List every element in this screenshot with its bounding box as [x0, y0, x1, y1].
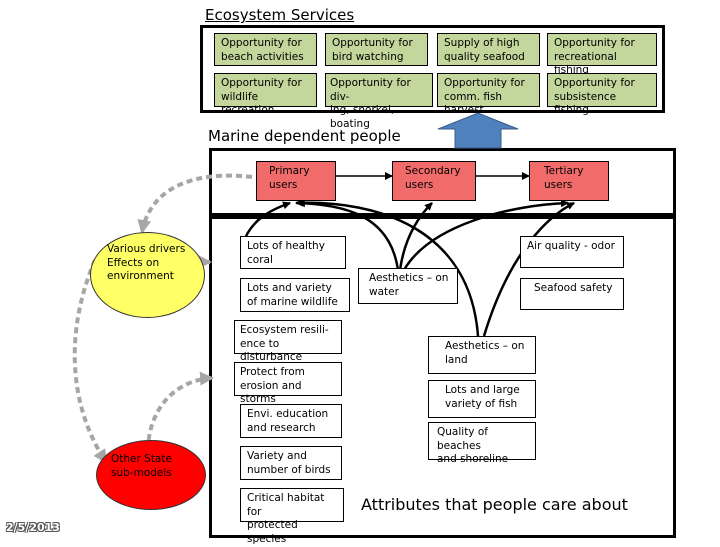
water-to-primary-curve [297, 199, 400, 271]
attr-line: Variety and [247, 450, 307, 462]
attr-air-quality: Air quality - odor [520, 236, 624, 268]
attr-line: water [369, 285, 399, 298]
attr-line: and shoreline [437, 453, 509, 466]
service-line: bird watching [332, 50, 404, 63]
marine-people-frame [209, 148, 676, 216]
attr-line: variety of fish [445, 397, 518, 410]
service-line: Opportunity for [554, 77, 635, 89]
attr-line: land [445, 353, 468, 366]
service-line: ing, snorkel, boating [330, 104, 395, 130]
attr-line: Quality of beaches [437, 426, 488, 452]
attr-line: and research [247, 421, 316, 434]
service-line: Opportunity for div- [330, 77, 411, 103]
service-line: comm. fish harvest [444, 90, 503, 117]
user-line: Secondary [405, 165, 461, 177]
service-line: wildlife recreation [221, 90, 275, 117]
user-line: users [269, 178, 298, 191]
attr-line: Envi. education [247, 408, 329, 420]
attr-line: number of birds [247, 463, 331, 476]
other-models-line: sub-models [111, 466, 172, 479]
land-to-primary-curve [295, 198, 480, 337]
attr-line: Seafood safety [534, 282, 613, 294]
user-line: users [544, 178, 573, 191]
upward-arrow-icon [437, 112, 519, 149]
attr-line: Critical habitat for [247, 492, 325, 518]
ecosystem-services-frame [200, 25, 665, 113]
service-line: Opportunity for [332, 37, 413, 49]
attr-seafood-safety: Seafood safety [520, 278, 624, 310]
attr-line: erosion and storms [240, 379, 302, 406]
service-line: Opportunity for [554, 37, 635, 49]
service-line: Opportunity for [221, 37, 302, 49]
service-line: Supply of high [444, 37, 520, 49]
attr-line: Protect from [240, 366, 305, 378]
drivers-oval: Various drivers Effects on environment [90, 232, 205, 318]
slide-date: 2/5/2013 [6, 521, 60, 534]
attr-line: coral [247, 253, 273, 266]
attr-line: ence to disturbance [240, 337, 303, 364]
user-line: users [405, 178, 434, 191]
attr-line: Ecosystem resili- [240, 324, 329, 336]
drivers-line: Various drivers [107, 243, 186, 255]
attr-line: protected species [247, 519, 298, 545]
user-line: Tertiary [544, 165, 584, 177]
people-to-drivers-curve [137, 173, 253, 234]
ecosystem-services-title: Ecosystem Services [205, 6, 355, 24]
service-line: Opportunity for [444, 77, 525, 89]
water-to-tertiary-curve [402, 199, 569, 271]
service-line: quality seafood [444, 50, 525, 63]
other-models-oval: Other State sub-models [96, 440, 206, 510]
attributes-title: Attributes that people care about [361, 495, 628, 514]
drivers-line: Effects on [107, 256, 160, 269]
attr-line: Aesthetics – on [445, 340, 525, 352]
user-line: Primary [269, 165, 310, 177]
attr-line: Air quality - odor [527, 240, 615, 252]
attr-line: of marine wildlife [247, 295, 338, 308]
marine-people-title: Marine dependent people [208, 127, 401, 145]
service-line: subsistence fishing [554, 90, 617, 117]
other-models-line: Other State [111, 453, 172, 465]
attr-line: Aesthetics – on [369, 272, 449, 284]
attr-ecosystem-resilience: Ecosystem resili-ence to disturbance [234, 320, 342, 363]
service-line: Opportunity for [221, 77, 302, 89]
land-to-tertiary-curve [482, 201, 575, 337]
drivers-to-other-models-curve [72, 259, 108, 464]
service-line: beach activities [221, 50, 304, 63]
drivers-line: environment [107, 270, 174, 283]
attr-line: Lots and large [445, 384, 520, 396]
service-diving-snorkel-boating: Opportunity for div-ing, snorkel, boatin… [325, 73, 433, 130]
attr-line: Lots and variety [247, 282, 332, 294]
attr-line: Lots of healthy [247, 240, 325, 252]
